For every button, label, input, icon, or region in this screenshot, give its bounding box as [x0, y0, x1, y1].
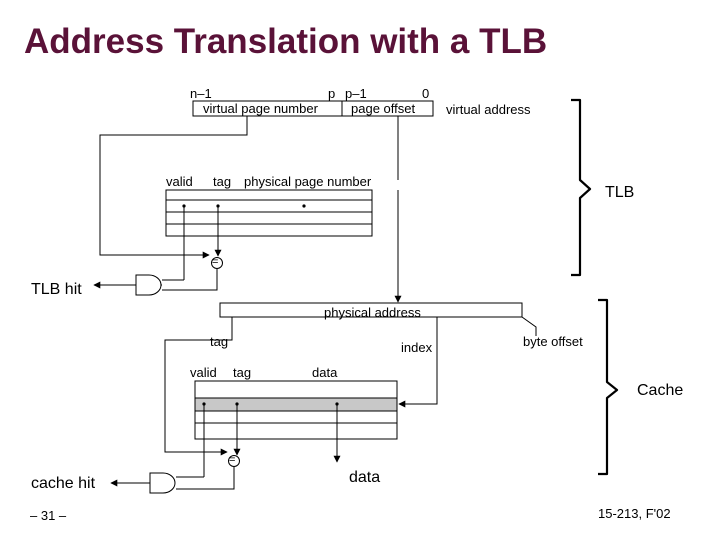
tlb-compare-symbol: = — [212, 256, 219, 268]
bit-label-zero: 0 — [422, 86, 430, 101]
cache-and-gate — [149, 472, 176, 494]
virtual-address-register — [192, 100, 434, 117]
tlb-brace — [571, 98, 592, 277]
cache-valid-label: valid — [190, 365, 217, 380]
tlb-table — [165, 189, 373, 237]
course-label: 15-213, F'02 — [598, 506, 671, 521]
byte-offset-label: byte offset — [523, 334, 583, 349]
cache-compare-to-gate-wire — [176, 467, 235, 490]
vpn-to-tlb-compare-wire — [99, 116, 248, 259]
tlb-compare-circle — [211, 257, 223, 269]
cache-brace — [598, 298, 619, 476]
tlb-valid-label: valid — [166, 174, 193, 189]
slide-title: Address Translation with a TLB — [24, 22, 548, 61]
page-number: – 31 – — [30, 508, 67, 523]
physical-address-caption: physical address — [324, 305, 421, 320]
cache-tag-label: tag — [233, 365, 252, 380]
pa-tag-label: tag — [210, 334, 229, 349]
physical-address-register — [219, 302, 523, 318]
page-offset-label: page offset — [351, 101, 416, 116]
data-out-label: data — [349, 469, 381, 486]
tlb-hit-label: TLB hit — [31, 281, 82, 298]
byte-offset-wire — [521, 316, 537, 336]
tlb-brace-label: TLB — [605, 184, 635, 201]
cache-data-label: data — [312, 365, 338, 380]
bit-label-n-minus-1: n–1 — [190, 86, 212, 101]
bit-label-p: p — [328, 86, 336, 101]
tlb-and-gate — [135, 274, 162, 296]
cache-hit-label: cache hit — [31, 475, 96, 492]
tlb-compare-to-gate-wire — [162, 269, 218, 291]
index-to-cache-wire — [398, 317, 438, 408]
cache-table — [194, 380, 398, 440]
pa-index-label: index — [401, 340, 433, 355]
cache-compare-circle — [228, 455, 240, 467]
cache-compare-symbol: = — [229, 454, 236, 466]
pa-tag-to-cache-compare-wire — [164, 317, 233, 456]
bit-label-p-minus-1: p–1 — [345, 86, 367, 101]
virtual-address-caption: virtual address — [446, 102, 531, 117]
tlb-tag-label: tag — [213, 174, 232, 189]
virtual-page-number-label: virtual page number — [203, 101, 318, 116]
cache-brace-label: Cache — [637, 382, 684, 399]
tlb-ppn-label: physical page number — [244, 174, 372, 189]
